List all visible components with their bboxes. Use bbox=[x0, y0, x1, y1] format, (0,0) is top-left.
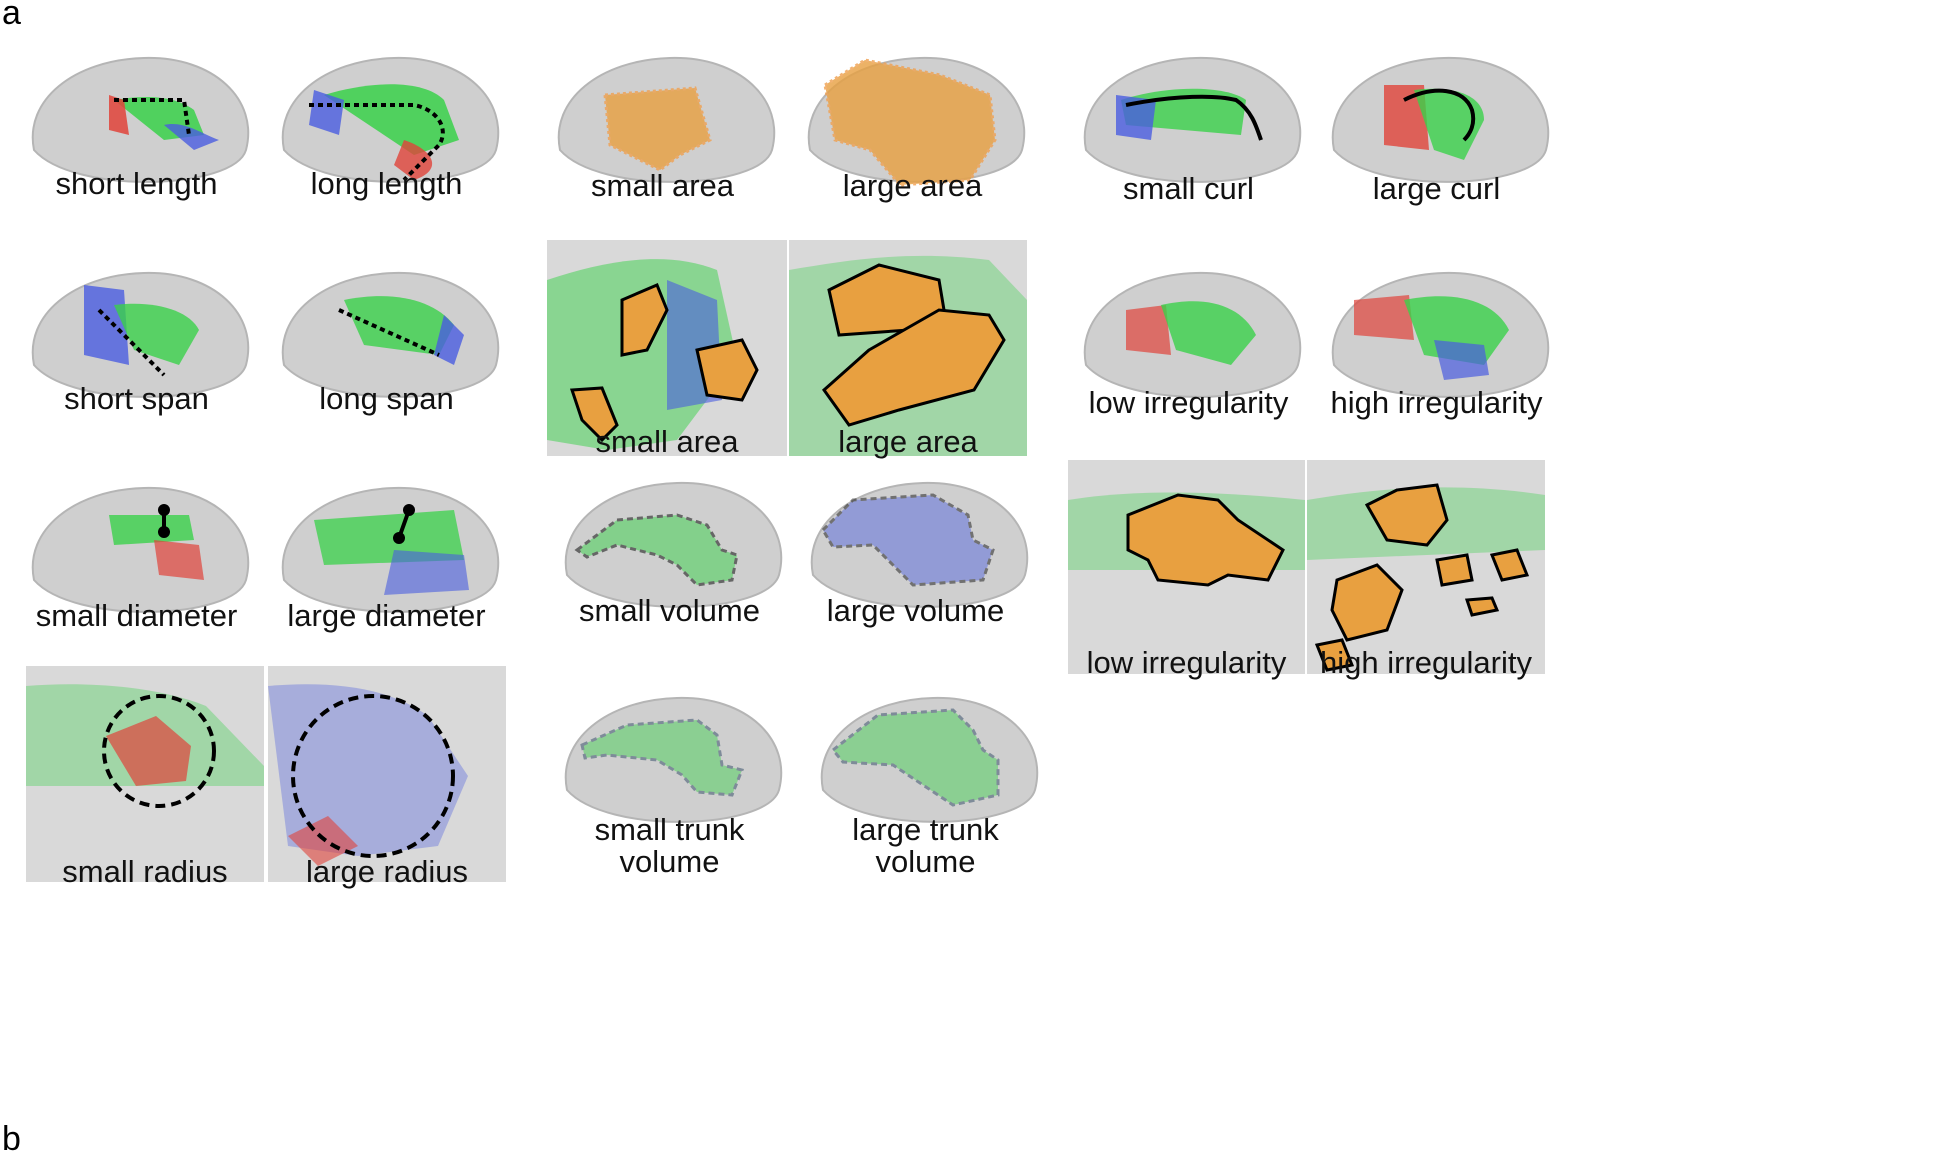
caption-small-radius: small radius bbox=[62, 854, 228, 889]
caption-long-length: long length bbox=[310, 166, 463, 201]
panel-label-a: a bbox=[2, 0, 21, 32]
panel-high-irregularity-2: high irregularity bbox=[1307, 460, 1545, 679]
panel-small-area-1: small area bbox=[540, 40, 785, 220]
panel-long-length: long length bbox=[264, 40, 509, 220]
caption-small-area-1: small area bbox=[591, 168, 734, 203]
caption-large-area-1: large area bbox=[842, 168, 983, 203]
caption-short-length: short length bbox=[55, 166, 218, 201]
caption-small-trunk-volume-line1: small trunk bbox=[594, 812, 745, 847]
panel-small-radius: small radius bbox=[26, 666, 264, 888]
caption-large-trunk-volume-line2: volume bbox=[875, 844, 976, 879]
panel-small-diameter: small diameter bbox=[14, 470, 259, 650]
panel-short-length: short length bbox=[14, 40, 259, 220]
caption-large-volume: large volume bbox=[826, 593, 1005, 628]
panel-label-b: b bbox=[2, 1120, 21, 1158]
caption-high-irregularity-2: high irregularity bbox=[1320, 645, 1532, 680]
panel-long-span: long span bbox=[264, 255, 509, 435]
panel-large-diameter: large diameter bbox=[264, 470, 509, 650]
caption-large-curl: large curl bbox=[1372, 171, 1501, 206]
caption-large-radius: large radius bbox=[306, 854, 468, 889]
panel-small-trunk-volume: small trunk volume bbox=[547, 680, 792, 880]
panel-large-area-1: large area bbox=[790, 40, 1035, 220]
caption-long-span: long span bbox=[319, 381, 454, 416]
caption-small-diameter: small diameter bbox=[35, 598, 238, 633]
panel-large-radius: large radius bbox=[268, 666, 506, 888]
caption-small-trunk-volume-line2: volume bbox=[619, 844, 720, 879]
caption-low-irregularity-2: low irregularity bbox=[1086, 645, 1287, 680]
panel-low-irregularity-2: low irregularity bbox=[1068, 460, 1305, 679]
panel-large-area-2: large area bbox=[789, 240, 1027, 459]
panel-large-volume: large volume bbox=[793, 465, 1038, 645]
caption-large-trunk-volume-line1: large trunk bbox=[852, 812, 999, 847]
panel-high-irregularity-1: high irregularity bbox=[1314, 255, 1559, 435]
caption-small-area-2: small area bbox=[595, 424, 739, 459]
panel-small-area-2: small area bbox=[547, 240, 787, 459]
caption-short-span: short span bbox=[64, 381, 209, 416]
caption-large-area-2: large area bbox=[838, 424, 978, 459]
caption-high-irregularity-1: high irregularity bbox=[1330, 385, 1543, 420]
panel-small-curl: small curl bbox=[1066, 40, 1311, 220]
caption-small-curl: small curl bbox=[1123, 171, 1254, 206]
panel-short-span: short span bbox=[14, 255, 259, 435]
panel-low-irregularity-1: low irregularity bbox=[1066, 255, 1311, 435]
panel-small-volume: small volume bbox=[547, 465, 792, 645]
caption-small-volume: small volume bbox=[579, 593, 760, 628]
panel-large-trunk-volume: large trunk volume bbox=[803, 680, 1048, 880]
panel-large-curl: large curl bbox=[1314, 40, 1559, 220]
caption-low-irregularity-1: low irregularity bbox=[1088, 385, 1289, 420]
caption-large-diameter: large diameter bbox=[287, 598, 486, 633]
